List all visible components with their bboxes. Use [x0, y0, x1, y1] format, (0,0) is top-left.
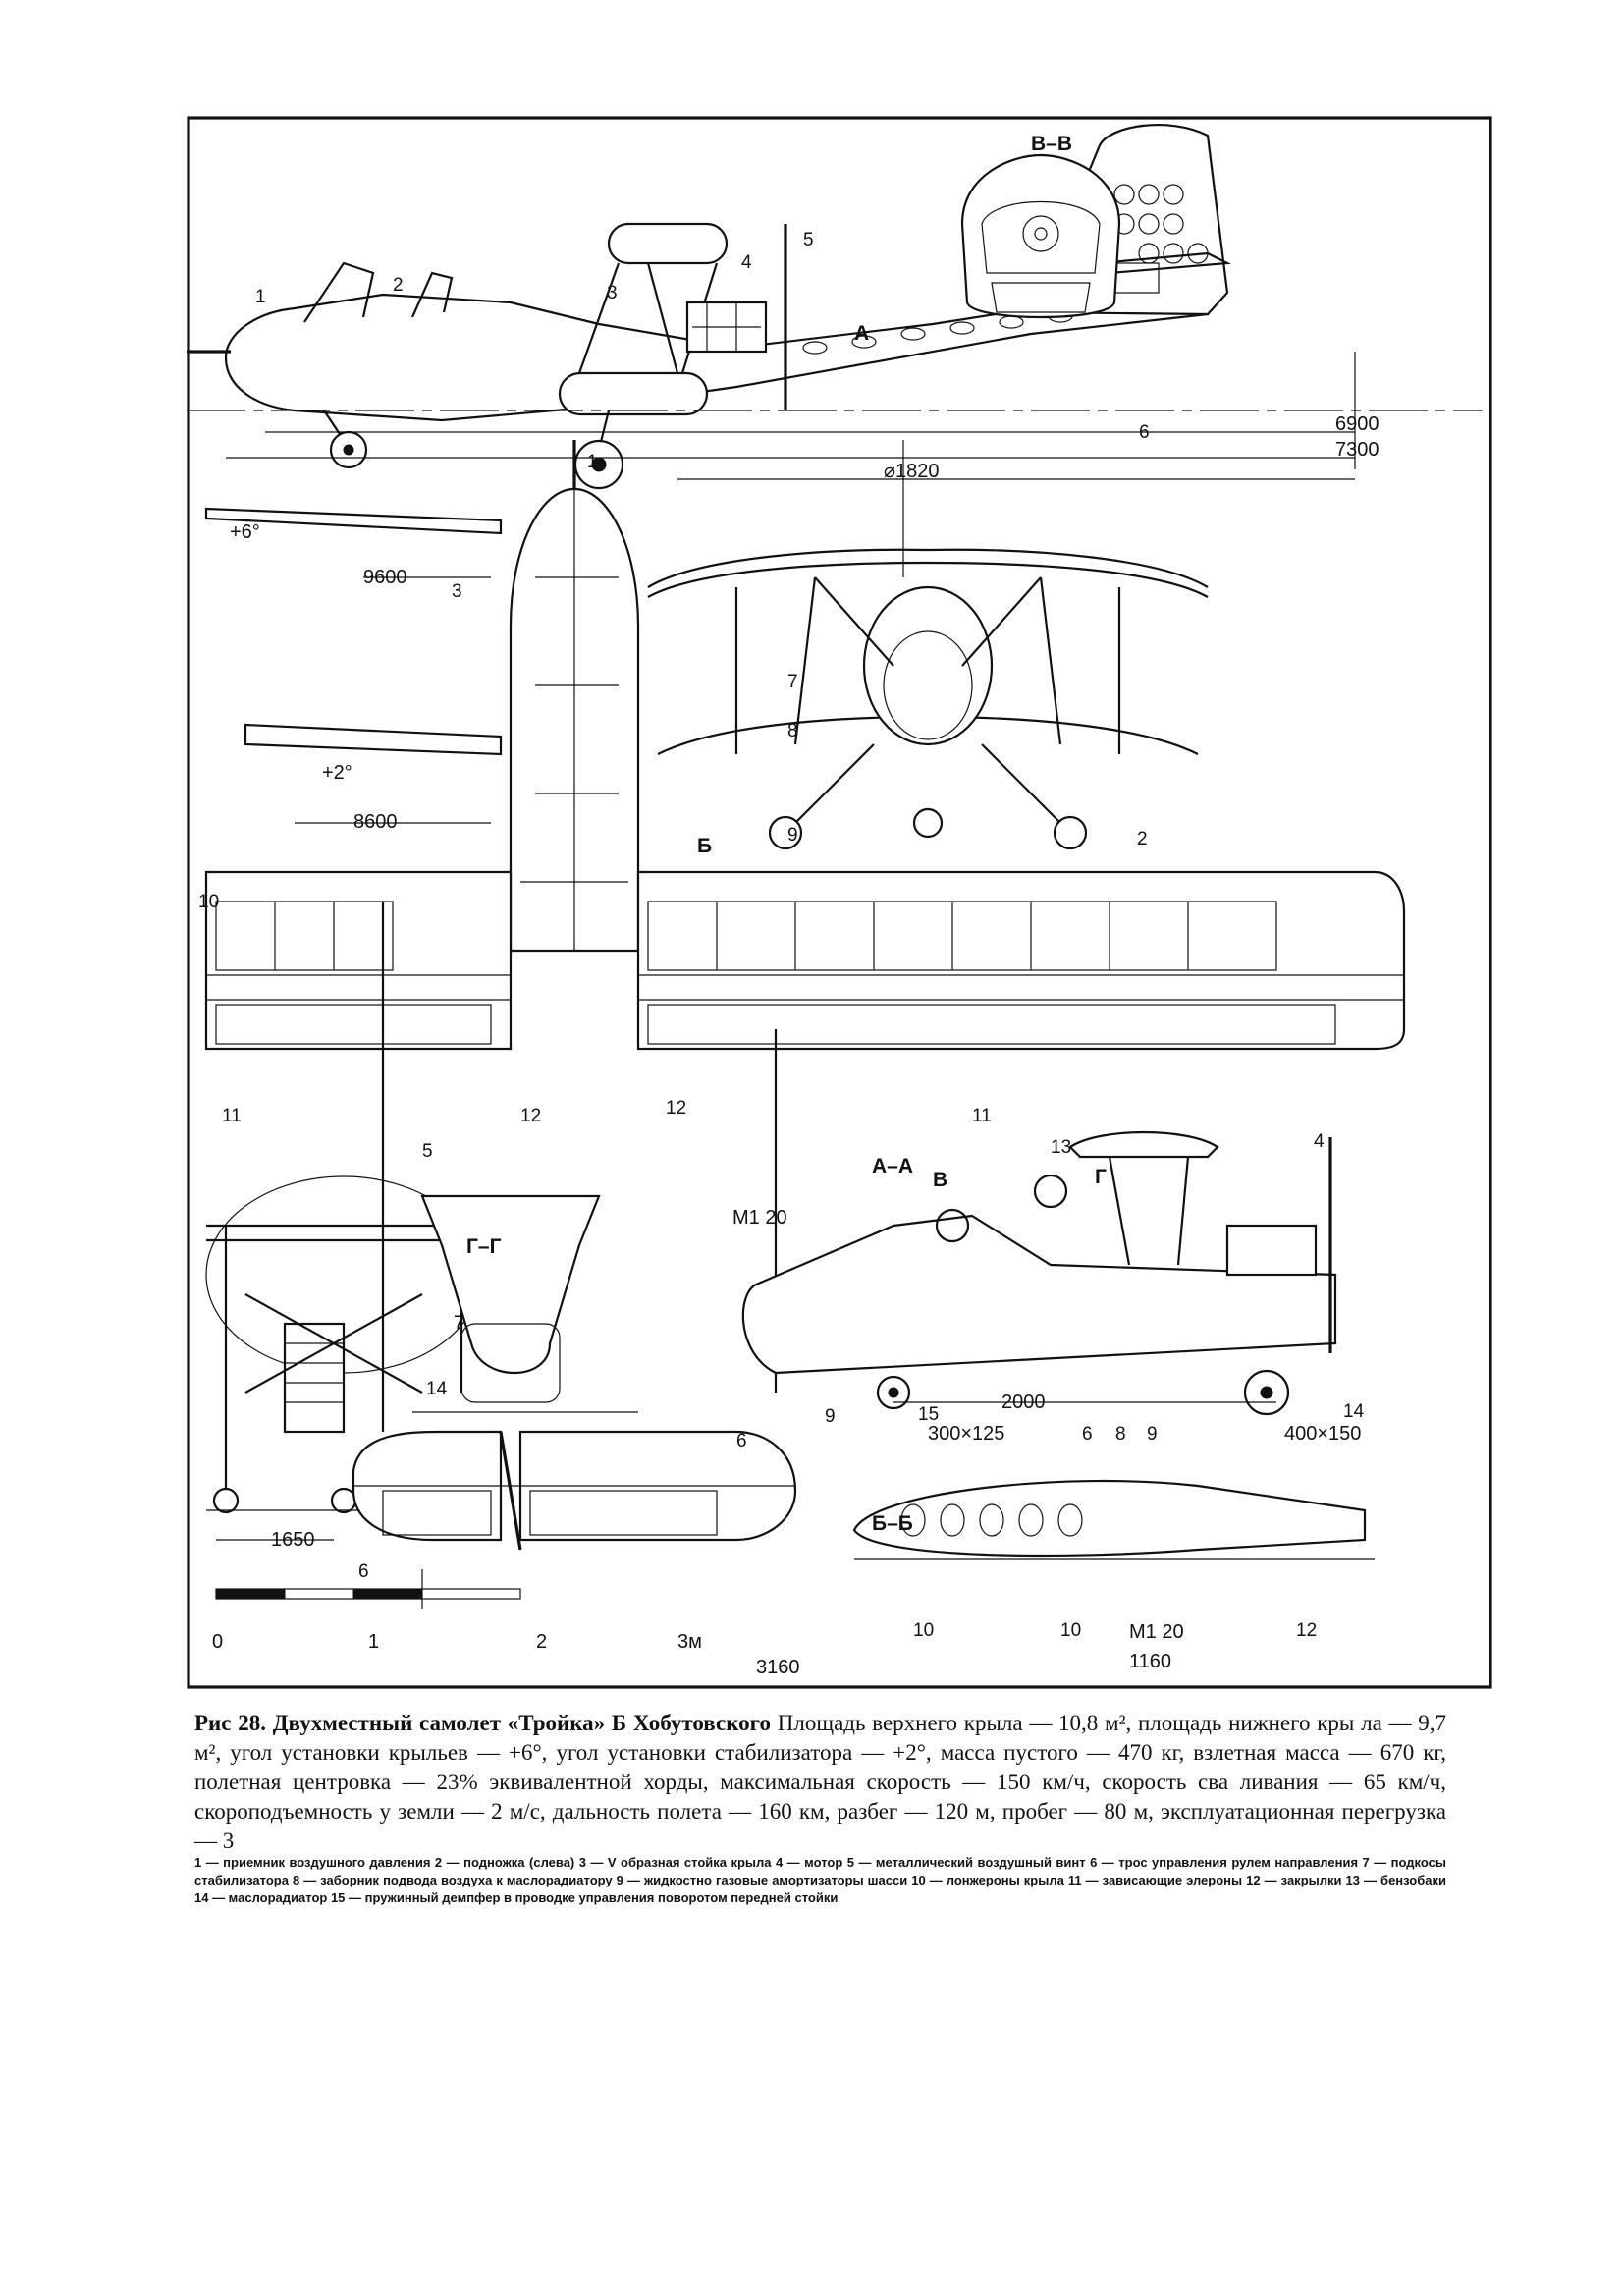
- callout-14-detail: 14: [426, 1379, 448, 1399]
- caption-body: Площадь верхнего крыла — 10,8 м², площад…: [194, 1711, 1447, 1853]
- dim-prop: ⌀1820: [884, 461, 940, 482]
- dim-wheel-front: 300×125: [928, 1423, 1004, 1445]
- callout-11-left: 11: [222, 1106, 242, 1126]
- dim-1160: 1160: [1129, 1651, 1171, 1672]
- label-a-mark: А: [854, 322, 869, 345]
- callout-7-front: 7: [787, 672, 798, 692]
- label-v-mark: В: [933, 1169, 947, 1191]
- dimension-labels: 6900 7300 ⌀1820 9600 8600 1650 2000 3160…: [230, 413, 1380, 1678]
- section-vv: [960, 153, 1121, 319]
- dim-7300: 7300: [1335, 439, 1380, 461]
- callout-5-detail: 5: [422, 1141, 433, 1162]
- callout-10-plan: 10: [198, 892, 219, 912]
- caption-head: Рис 28. Двухместный самолет «Тройка» Б Х…: [194, 1711, 772, 1735]
- dim-m120-a: M1 20: [732, 1207, 787, 1229]
- callout-14-profile: 14: [1343, 1401, 1365, 1422]
- callout-4-top: 4: [741, 252, 752, 273]
- callout-6-detail: 6: [736, 1431, 747, 1451]
- scale-2: 2: [536, 1631, 547, 1653]
- label-b-b: Б–Б: [872, 1512, 913, 1535]
- callout-6-tail: 6: [358, 1561, 369, 1582]
- callout-9-front: 9: [787, 825, 798, 846]
- section-aa: [741, 1130, 1337, 1416]
- dim-9600: 9600: [363, 567, 407, 588]
- callout-3-top: 3: [607, 283, 618, 303]
- scale-3: 3м: [677, 1631, 702, 1653]
- scale-labels: 0 1 2 3м: [212, 1631, 702, 1653]
- dim-angle-low: +2°: [322, 762, 352, 784]
- callout-12-section: 12: [1296, 1620, 1317, 1641]
- aircraft-drawing: 1 2 3 4 5 6 1 3 7 8 9 2 10 11 12 12 11 1…: [187, 116, 1492, 1689]
- callout-labels: 1 2 3 4 5 6 1 3 7 8 9 2 10 11 12 12 11 1…: [198, 230, 1365, 1641]
- callout-12-right: 12: [666, 1098, 686, 1119]
- callout-15: 15: [918, 1404, 939, 1425]
- dim-3160: 3160: [756, 1657, 800, 1678]
- dim-1650: 1650: [271, 1529, 315, 1551]
- dim-8600: 8600: [353, 811, 398, 833]
- dim-6900: 6900: [1335, 413, 1380, 435]
- scale-0: 0: [212, 1631, 223, 1653]
- dim-2000: 2000: [1001, 1392, 1046, 1413]
- label-vv: В–В: [1031, 133, 1072, 155]
- callout-6-top: 6: [1139, 422, 1150, 443]
- callout-5-top: 5: [803, 230, 814, 250]
- dim-wheel-main: 400×150: [1284, 1423, 1361, 1445]
- section-b-b: [852, 1479, 1375, 1560]
- callout-10b-section: 10: [1060, 1620, 1081, 1641]
- section-labels: В–В А Б А–А В Г Г–Г Б–Б: [466, 133, 1107, 1535]
- callout-1-plan: 1: [587, 452, 598, 472]
- callout-8-profile: 8: [1115, 1424, 1126, 1445]
- callout-8-front: 8: [787, 721, 798, 741]
- dim-angle-top: +6°: [230, 521, 260, 543]
- dim-m120-b: M1 20: [1129, 1621, 1184, 1643]
- scale-bar: [215, 1569, 521, 1609]
- callout-2-top: 2: [393, 275, 404, 296]
- callout-4-profile: 4: [1314, 1131, 1325, 1152]
- callout-3-plan: 3: [452, 581, 462, 602]
- callout-13: 13: [1051, 1137, 1071, 1158]
- scale-1: 1: [368, 1631, 379, 1653]
- callout-11-right: 11: [972, 1106, 992, 1126]
- callout-6-profile: 6: [1082, 1424, 1093, 1445]
- front-view: [647, 440, 1355, 850]
- label-g-mark: Г: [1095, 1166, 1107, 1188]
- figure-legend: 1 — приемник воздушного давления 2 — под…: [194, 1855, 1446, 1905]
- callout-7-detail: 7: [454, 1313, 464, 1334]
- side-dimensions: [226, 352, 1356, 469]
- section-gg: [412, 1194, 638, 1413]
- figure-caption: Рис 28. Двухместный самолет «Тройка» Б Х…: [194, 1709, 1446, 1856]
- frame: [187, 116, 1492, 1689]
- tail-plan-view: [352, 1430, 797, 1551]
- drawing-canvas: 1 2 3 4 5 6 1 3 7 8 9 2 10 11 12 12 11 1…: [187, 116, 1492, 1689]
- label-aa: А–А: [872, 1155, 913, 1177]
- callout-1-top: 1: [255, 287, 266, 307]
- plan-view: [204, 440, 1406, 1432]
- callout-2-front: 2: [1137, 829, 1148, 849]
- side-view: [187, 124, 1483, 490]
- callout-9b-profile: 9: [1147, 1424, 1158, 1445]
- callout-10-section: 10: [913, 1620, 934, 1641]
- label-b-mark: Б: [697, 835, 712, 857]
- label-gg: Г–Г: [466, 1235, 502, 1258]
- callout-12-left: 12: [520, 1106, 541, 1126]
- callout-9-profile: 9: [825, 1406, 836, 1427]
